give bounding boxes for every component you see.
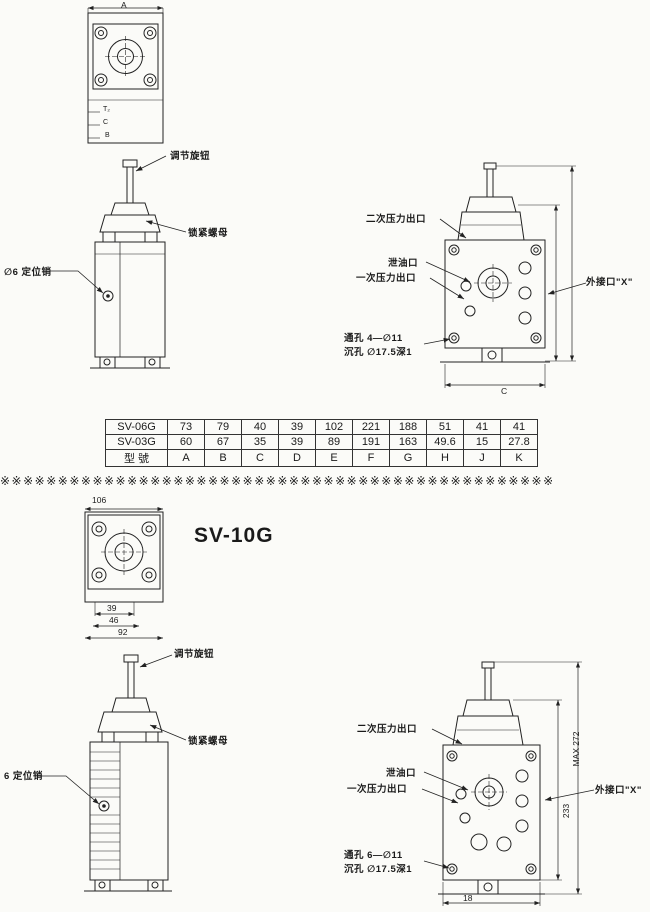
dim-label-18: 18	[463, 893, 473, 903]
label-external-port: 外接口"X"	[586, 277, 633, 288]
sv10-side-view-drawing	[84, 654, 172, 892]
locating-pin-icon	[102, 290, 114, 302]
table-cell-model: SV-06G	[105, 419, 168, 435]
table-cell: F	[352, 449, 390, 467]
table-cell: 39	[278, 434, 316, 450]
table-cell: E	[315, 449, 353, 467]
table-row: SV-03G 60 67 35 39 89 191 163 49.6 15 27…	[105, 434, 538, 450]
table-cell: 221	[352, 419, 390, 435]
label-locating-pin: ∅6 定位销	[4, 267, 52, 278]
label-lock-nut: 锁紧螺母	[188, 228, 229, 239]
table-cell: 163	[389, 434, 427, 450]
sv06-side-view-drawing	[90, 159, 170, 369]
table-cell: K	[500, 449, 538, 467]
sv06-top-view-drawing	[87, 5, 164, 144]
dim-label-92: 92	[118, 627, 128, 637]
dim-label-233: 233	[561, 803, 571, 819]
port-label-t2: T₂	[103, 106, 110, 113]
label-primary-outlet: 一次压力出口	[347, 784, 408, 795]
table-cell: A	[167, 449, 205, 467]
label-counterbore: 沉孔 ∅17.5深1	[344, 347, 413, 358]
table-cell: 35	[241, 434, 279, 450]
label-drain-port: 泄油口	[386, 768, 417, 779]
label-locating-pin: 6 定位销	[4, 771, 43, 782]
sv06-leader-lines	[50, 155, 587, 345]
port-label-b: B	[105, 132, 110, 139]
sv10-front-view-drawing	[438, 661, 582, 906]
table-cell: 67	[204, 434, 242, 450]
label-secondary-outlet: 二次压力出口	[366, 214, 427, 225]
table-cell: 40	[241, 419, 279, 435]
label-through-hole: 通孔 6—∅11	[344, 850, 403, 861]
table-cell: 102	[315, 419, 353, 435]
table-cell: 51	[426, 419, 464, 435]
table-cell: H	[426, 449, 464, 467]
table-cell: 41	[500, 419, 538, 435]
label-counterbore: 沉孔 ∅17.5深1	[344, 864, 413, 875]
label-primary-outlet: 一次压力出口	[356, 273, 417, 284]
bolt-hole-icon	[446, 750, 537, 875]
label-adjust-knob: 调节旋钮	[170, 151, 211, 162]
label-lock-nut: 锁紧螺母	[188, 736, 229, 747]
label-adjust-knob: 调节旋钮	[174, 649, 215, 660]
table-cell: 188	[389, 419, 427, 435]
sv06-front-view-drawing	[440, 162, 576, 388]
table-cell: 79	[204, 419, 242, 435]
table-cell: 41	[463, 419, 501, 435]
dim-label-39: 39	[107, 603, 117, 613]
dim-label-max272: MAX 272	[571, 731, 581, 767]
table-cell-model: 型 號	[105, 449, 168, 467]
model-title: SV-10G	[194, 524, 274, 547]
table-cell: J	[463, 449, 501, 467]
dim-label-46: 46	[109, 615, 119, 625]
table-row: SV-06G 73 79 40 39 102 221 188 51 41 41	[105, 419, 538, 435]
port-label-c: C	[103, 119, 109, 126]
dim-label-a: A	[121, 0, 127, 10]
sv10-leader-lines	[40, 654, 595, 869]
dimension-table: SV-06G 73 79 40 39 102 221 188 51 41 41 …	[105, 419, 538, 467]
dim-label-106: 106	[92, 495, 107, 505]
table-cell: B	[204, 449, 242, 467]
table-cell: C	[241, 449, 279, 467]
label-external-port: 外接口"X"	[595, 785, 642, 796]
label-secondary-outlet: 二次压力出口	[357, 724, 418, 735]
sv10-top-view-drawing	[84, 506, 164, 641]
dim-label-c: C	[501, 386, 508, 396]
table-cell: 89	[315, 434, 353, 450]
bolt-hole-icon	[448, 244, 542, 344]
table-cell: 60	[167, 434, 205, 450]
table-cell: 15	[463, 434, 501, 450]
table-cell: 27.8	[500, 434, 538, 450]
table-cell: G	[389, 449, 427, 467]
cooling-fins	[90, 751, 120, 870]
table-cell-model: SV-03G	[105, 434, 168, 450]
label-through-hole: 通孔 4—∅11	[344, 333, 403, 344]
section-separator: ※※※※※※※※※※※※※※※※※※※※※※※※※※※※※※※※※※※※※※※※…	[0, 474, 555, 488]
bolt-hole-icon	[94, 26, 157, 87]
table-row: 型 號 A B C D E F G H J K	[105, 449, 538, 467]
bolt-hole-icon	[91, 521, 157, 583]
table-cell: 191	[352, 434, 390, 450]
table-cell: 39	[278, 419, 316, 435]
table-cell: D	[278, 449, 316, 467]
table-cell: 49.6	[426, 434, 464, 450]
label-drain-port: 泄油口	[388, 258, 419, 269]
table-cell: 73	[167, 419, 205, 435]
